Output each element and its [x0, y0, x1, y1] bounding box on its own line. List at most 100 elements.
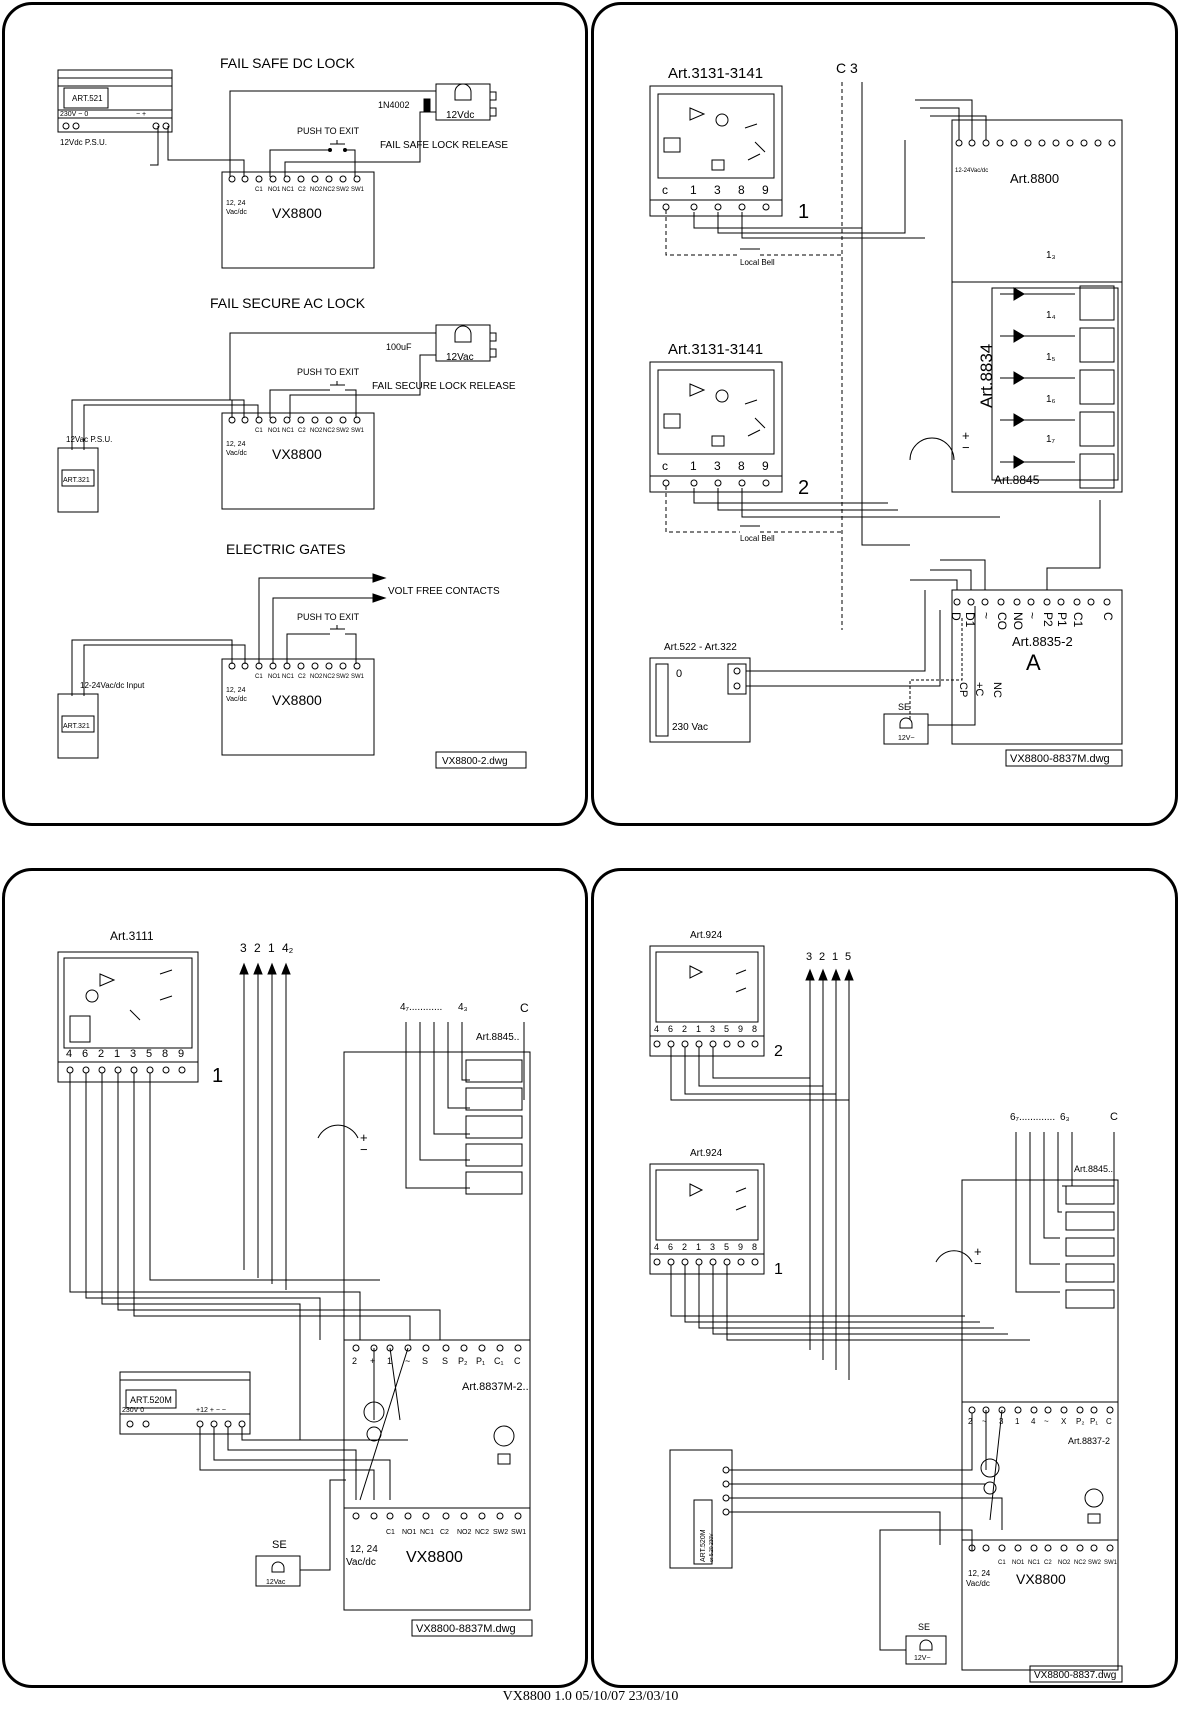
cap-label: 100uF — [386, 342, 412, 352]
p2-handset-2: Art.3131-3141 c 1 3 8 9 2 — [649, 341, 809, 499]
svg-text:NO1: NO1 — [268, 428, 281, 434]
p3-psu-marks2: +12 + − ~ — [196, 1407, 226, 1414]
psu-art521-polarity: − + — [136, 111, 146, 118]
p3-8837-c: C — [514, 1356, 521, 1366]
svg-text:Art.8845..: Art.8845.. — [476, 1032, 519, 1043]
svg-text:NC1: NC1 — [282, 674, 295, 680]
s1-push: PUSH TO EXIT — [297, 126, 360, 136]
p4-8837-name: Art.8837-2 — [1068, 1436, 1110, 1446]
lock-12vac — [435, 324, 491, 362]
p4-vx-t3: C2 — [1044, 1560, 1052, 1566]
p3-vx-name: VX8800 — [406, 1549, 463, 1566]
svg-text:SE: SE — [898, 702, 910, 712]
p4-8837-2: 2 — [968, 1417, 973, 1426]
p1-dwg: VX8800-2.dwg — [442, 756, 508, 767]
p4-8837-p2: P₂ — [1076, 1417, 1084, 1426]
vx8800-1-name: VX8800 — [272, 205, 322, 221]
psu-art321-2 — [57, 693, 99, 759]
vx8800-3 — [221, 658, 375, 756]
p4-8837-1: 1 — [1015, 1417, 1020, 1426]
p3-vx-t2: NC1 — [420, 1529, 434, 1536]
p4-psu-label: ART.520M — [700, 1529, 707, 1562]
svg-text:C1: C1 — [255, 187, 263, 193]
p2-8800-name: Art.8800 — [1010, 171, 1059, 186]
svg-text:4₃: 4₃ — [458, 1002, 468, 1013]
p2-btn-label-5: 1₅ — [1046, 352, 1056, 363]
p3-vx-t1: NO1 — [402, 1529, 417, 1536]
p4-bus-5: 5 — [845, 951, 851, 963]
p4-hb-t1: 1 — [696, 1242, 701, 1252]
p3-bus-4: 4₂ — [282, 941, 294, 955]
psu-art321-1-label: ART.321 — [63, 477, 90, 484]
s2-title: FAIL SECURE AC LOCK — [210, 295, 366, 311]
p4-se: SE 12V~ — [879, 1529, 973, 1665]
vx8800-3-name: VX8800 — [272, 692, 322, 708]
p2-hs2-1: 1 — [690, 459, 697, 473]
p3-hs-t4: 4 — [66, 1048, 72, 1060]
p2-btn-label-7: 1₇ — [1046, 434, 1056, 445]
p4-vx-supply-unit: Vac/dc — [966, 1579, 990, 1588]
p2-8835-ac1: ~ — [979, 612, 993, 619]
s1-release: FAIL SAFE LOCK RELEASE — [380, 140, 508, 151]
p4-handset-top: Art.924 4 6 2 1 3 5 9 8 2 — [649, 930, 783, 1060]
section-fail-safe-dc: FAIL SAFE DC LOCK ART.521 230V ~ 0 − + 1… — [57, 55, 508, 269]
p4-8837-4: 4 — [1031, 1417, 1036, 1426]
p4-vx-t1: NO1 — [1012, 1560, 1025, 1566]
s3-input: 12-24Vac/dc Input — [80, 681, 145, 690]
svg-text:NC2: NC2 — [323, 428, 336, 434]
svg-text:SW2: SW2 — [336, 674, 350, 680]
p2-8835-D: D — [949, 612, 963, 621]
diode-label: 1N4002 — [378, 100, 410, 110]
p2-se: SE 12V~ — [883, 606, 976, 745]
svg-text:NO2: NO2 — [310, 674, 323, 680]
p4-bus: 3 2 1 5 — [670, 951, 1030, 1380]
svg-text:NC1: NC1 — [282, 428, 295, 434]
p4-art8837: 2 ~ 3 1 4 ~ X P₂ P₁ C Art.8837-2 C1 NO1 … — [961, 1401, 1119, 1671]
svg-text:C2: C2 — [298, 187, 306, 193]
svg-text:C: C — [520, 1001, 529, 1015]
p2-bells: Local Bell Local Bell C 3 — [665, 60, 1000, 630]
p4-ht-t8: 8 — [752, 1024, 757, 1034]
p3-hs-t8: 8 — [162, 1048, 168, 1060]
p4-vx-t4: NO2 — [1058, 1560, 1071, 1566]
svg-text:C2: C2 — [298, 428, 306, 434]
p2-8835-C1: C1 — [1071, 612, 1085, 628]
p2-hs1-c: c — [662, 183, 668, 197]
p4-8837-p1: P₁ — [1090, 1417, 1098, 1426]
vx8800-3-supply-unit: Vac/dc — [226, 696, 247, 703]
p3-vx-t3: C2 — [440, 1529, 449, 1536]
p3-hs-num: 1 — [212, 1065, 223, 1087]
p4-vx-t0: C1 — [998, 1560, 1006, 1566]
vx8800-3-terminals — [228, 662, 361, 670]
p2-hs2-8: 8 — [738, 459, 745, 473]
p2-hs1-9: 9 — [762, 183, 769, 197]
p2-hs2-3: 3 — [714, 459, 721, 473]
p3-psu-marks: 230V 0 — [122, 1407, 144, 1414]
p2-hs2-c: c — [662, 459, 668, 473]
svg-text:SW1: SW1 — [351, 674, 365, 680]
s2-psu-caption: 12Vac P.S.U. — [66, 435, 112, 444]
p2-8835-P1: P1 — [1055, 612, 1069, 627]
p2-btn-label-6: 1₆ — [1046, 394, 1056, 405]
vx8800-2-name: VX8800 — [272, 446, 322, 462]
p2-8835-name: Art.8835-2 — [1012, 634, 1073, 649]
p2-hs2-9: 9 — [762, 459, 769, 473]
p2-8835-plusc: +C — [973, 682, 985, 696]
svg-text:NO1: NO1 — [268, 187, 281, 193]
svg-text:6₇.............: 6₇............. — [1010, 1112, 1055, 1123]
p4-vx-name: VX8800 — [1016, 1571, 1066, 1587]
p3-psu: ART.520M 230V 0 +12 + − ~ — [119, 1371, 408, 1500]
s3-push: PUSH TO EXIT — [297, 612, 360, 622]
p3-bus-3: 3 — [240, 941, 247, 955]
svg-text:C: C — [1110, 1111, 1118, 1123]
p2-8800-supply: 12-24Vac/dc — [955, 168, 988, 174]
p3-art8837m: 2 + 1 ~ S S P₂ P₁ C₁ C Art.8837M-2.. C1 … — [343, 1339, 531, 1611]
p2-8835-nc: NC — [991, 682, 1003, 698]
p2-psu: Art.522 - Art.322 0 230 Vac — [649, 590, 941, 743]
p2-btn-label-4: 1₄ — [1046, 310, 1056, 321]
vx8800-3-supply: 12, 24 — [226, 687, 246, 694]
p3-8837-p1: P₁ — [476, 1356, 485, 1366]
s1-title: FAIL SAFE DC LOCK — [220, 55, 356, 71]
p3-8837-plus: + — [370, 1356, 375, 1366]
